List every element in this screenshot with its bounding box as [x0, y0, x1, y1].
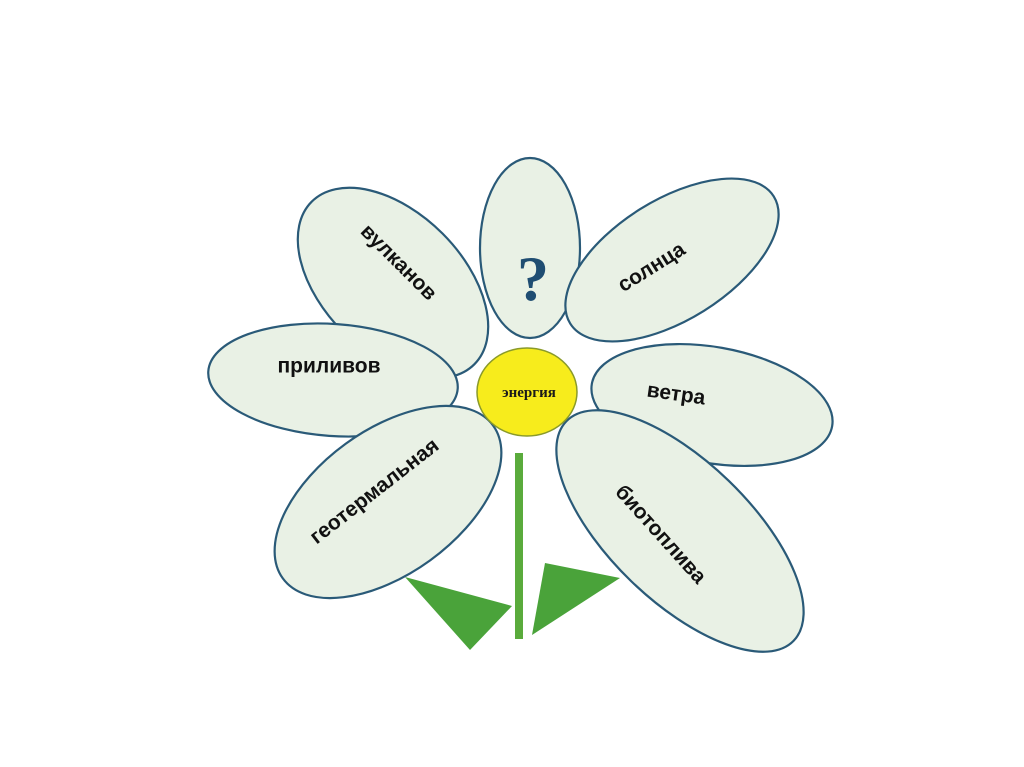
- center-circle: [476, 347, 578, 437]
- right-leaf: [532, 563, 620, 635]
- petal-biotopliva: биотоплива: [555, 409, 805, 653]
- petal-solntsa: солнца: [564, 177, 780, 343]
- question-mark: ?: [517, 243, 549, 314]
- center-label: энергия: [502, 385, 556, 401]
- flower-stem: [515, 453, 523, 639]
- left-leaf: [405, 577, 512, 650]
- petal-prilivov: приливов: [207, 322, 459, 438]
- flower-center: энергия: [476, 347, 578, 437]
- petal-top: ?: [478, 156, 582, 340]
- petal-label-prilivov: приливов: [277, 355, 380, 378]
